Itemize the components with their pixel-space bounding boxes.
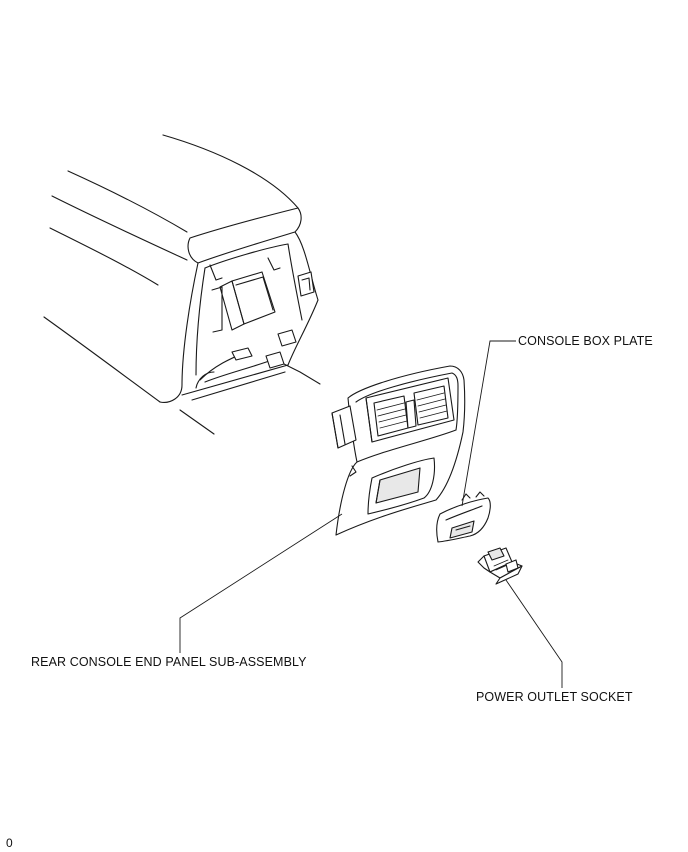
rear-console-end-panel [331, 365, 466, 536]
figure-code: 0 [6, 836, 13, 850]
console-box-plate [436, 491, 491, 543]
leader-rear-console-end-panel [179, 513, 343, 653]
leader-console-box-plate [461, 340, 516, 507]
console-box [43, 134, 321, 435]
power-outlet-socket [477, 547, 523, 585]
leader-power-outlet-socket [505, 579, 563, 688]
label-power-outlet-socket: POWER OUTLET SOCKET [476, 690, 633, 704]
leader-lines [179, 340, 563, 688]
label-rear-console-end-panel: REAR CONSOLE END PANEL SUB-ASSEMBLY [31, 655, 307, 669]
label-console-box-plate: CONSOLE BOX PLATE [518, 334, 653, 348]
